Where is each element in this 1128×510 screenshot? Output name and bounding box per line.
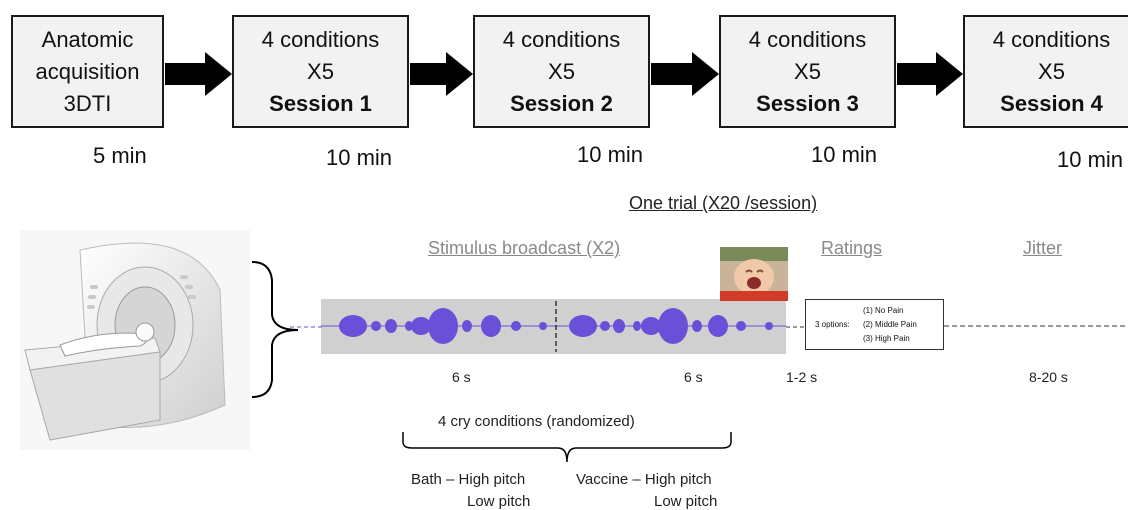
arrow-right-icon <box>410 52 473 96</box>
ratings-box: (1) No Pain 3 options: (2) Middle Pain (… <box>805 299 944 350</box>
session-label: Session 2 <box>510 90 613 116</box>
arrow-right-icon <box>165 52 232 96</box>
ratings-label: Ratings <box>821 238 883 258</box>
box-anatomic: Anatomic acquisition 3DTI <box>11 15 164 128</box>
timing-label: 6 s <box>452 369 471 385</box>
rating-option: (3) High Pain <box>863 334 910 343</box>
box-session-2: 4 conditions X5 Session 2 <box>473 15 650 128</box>
session-label: Session 3 <box>756 90 859 116</box>
timing-label: 1-2 s <box>786 369 818 385</box>
waveform <box>321 301 786 352</box>
timing-label: 8-20 s <box>1029 369 1068 385</box>
box-session-1: 4 conditions X5 Session 1 <box>232 15 409 128</box>
box-line: X5 <box>307 58 334 84</box>
trial-title: One trial (X20 /session) <box>629 193 818 213</box>
box-line: 4 conditions <box>748 26 867 52</box>
duration-label: 10 min <box>326 145 393 170</box>
arrow-right-icon <box>651 52 719 96</box>
rating-option: (1) No Pain <box>863 306 904 315</box>
mri-scanner-image <box>20 230 250 450</box>
timing-label: 6 s <box>684 369 703 385</box>
stimulus-label: Stimulus broadcast (X2) <box>428 238 621 258</box>
crying-baby-image <box>720 247 788 301</box>
duration-label: 10 min <box>577 142 644 167</box>
condition-bath-high: Bath – High pitch <box>411 471 526 488</box>
session-label: Session 1 <box>269 90 372 116</box>
ratings-prefix: 3 options: <box>815 320 850 329</box>
box-session-3: 4 conditions X5 Session 3 <box>719 15 896 128</box>
jitter-label: Jitter <box>1023 238 1063 258</box>
box-line: X5 <box>1038 58 1065 84</box>
box-line: 4 conditions <box>261 26 380 52</box>
condition-vaccine-low: Low pitch <box>654 493 718 510</box>
brace-icon <box>251 261 299 398</box>
duration-label: 5 min <box>93 143 147 168</box>
duration-label: 10 min <box>811 142 878 167</box>
dashed-line <box>786 326 805 328</box>
box-line: Anatomic <box>41 26 134 52</box>
arrow-right-icon <box>897 52 963 96</box>
box-line: 4 conditions <box>992 26 1111 52</box>
duration-label: 10 min <box>1057 147 1124 172</box>
rating-option: (2) Middle Pain <box>863 320 917 329</box>
box-line: acquisition <box>35 58 140 84</box>
box-session-4: 4 conditions X5 Session 4 <box>963 15 1128 128</box>
box-line: 3DTI <box>63 90 112 116</box>
condition-vaccine-high: Vaccine – High pitch <box>576 471 712 488</box>
box-line: 4 conditions <box>502 26 621 52</box>
condition-bath-low: Low pitch <box>467 493 531 510</box>
conditions-title: 4 cry conditions (randomized) <box>438 413 635 430</box>
box-line: X5 <box>548 58 575 84</box>
brace-icon <box>402 432 732 463</box>
box-line: X5 <box>794 58 821 84</box>
session-label: Session 4 <box>1000 90 1103 116</box>
jitter-dashed-line <box>944 325 1128 327</box>
dashed-line <box>290 326 322 328</box>
